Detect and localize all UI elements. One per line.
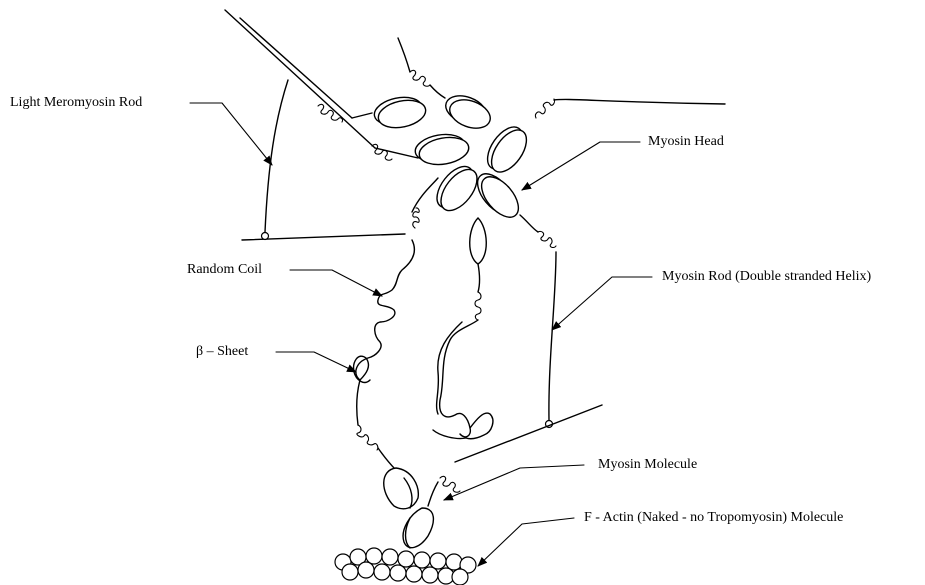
label-f-actin: F - Actin (Naked - no Tropomyosin) Molec…	[584, 510, 843, 526]
leader-random-coil	[290, 270, 382, 296]
upper-filament	[225, 10, 418, 158]
leader-myosin-rod	[552, 277, 652, 330]
label-myosin-rod: Myosin Rod (Double stranded Helix)	[662, 269, 871, 285]
f-actin-beads	[335, 548, 476, 585]
central-unfolding-strand	[433, 218, 493, 439]
label-myosin-molecule: Myosin Molecule	[598, 457, 697, 473]
label-light-meromyosin-rod: Light Meromyosin Rod	[10, 95, 142, 111]
top-strand	[398, 38, 445, 98]
left-unfolding-strand	[354, 240, 419, 509]
label-random-coil: Random Coil	[187, 262, 262, 278]
lower-filament	[428, 405, 602, 506]
lower-myosin-head	[403, 508, 433, 548]
leader-myosin-molecule	[444, 465, 584, 500]
leader-f-actin	[478, 518, 574, 566]
leader-lines	[190, 103, 652, 566]
myosin-rod-strand	[546, 252, 557, 428]
label-beta-sheet: β – Sheet	[196, 344, 248, 360]
label-myosin-head: Myosin Head	[648, 134, 724, 150]
leader-beta-sheet	[276, 352, 356, 372]
myosin-head-cluster	[372, 91, 534, 224]
leader-myosin-head	[522, 142, 640, 190]
leader-light-meromyosin-rod	[190, 103, 272, 165]
